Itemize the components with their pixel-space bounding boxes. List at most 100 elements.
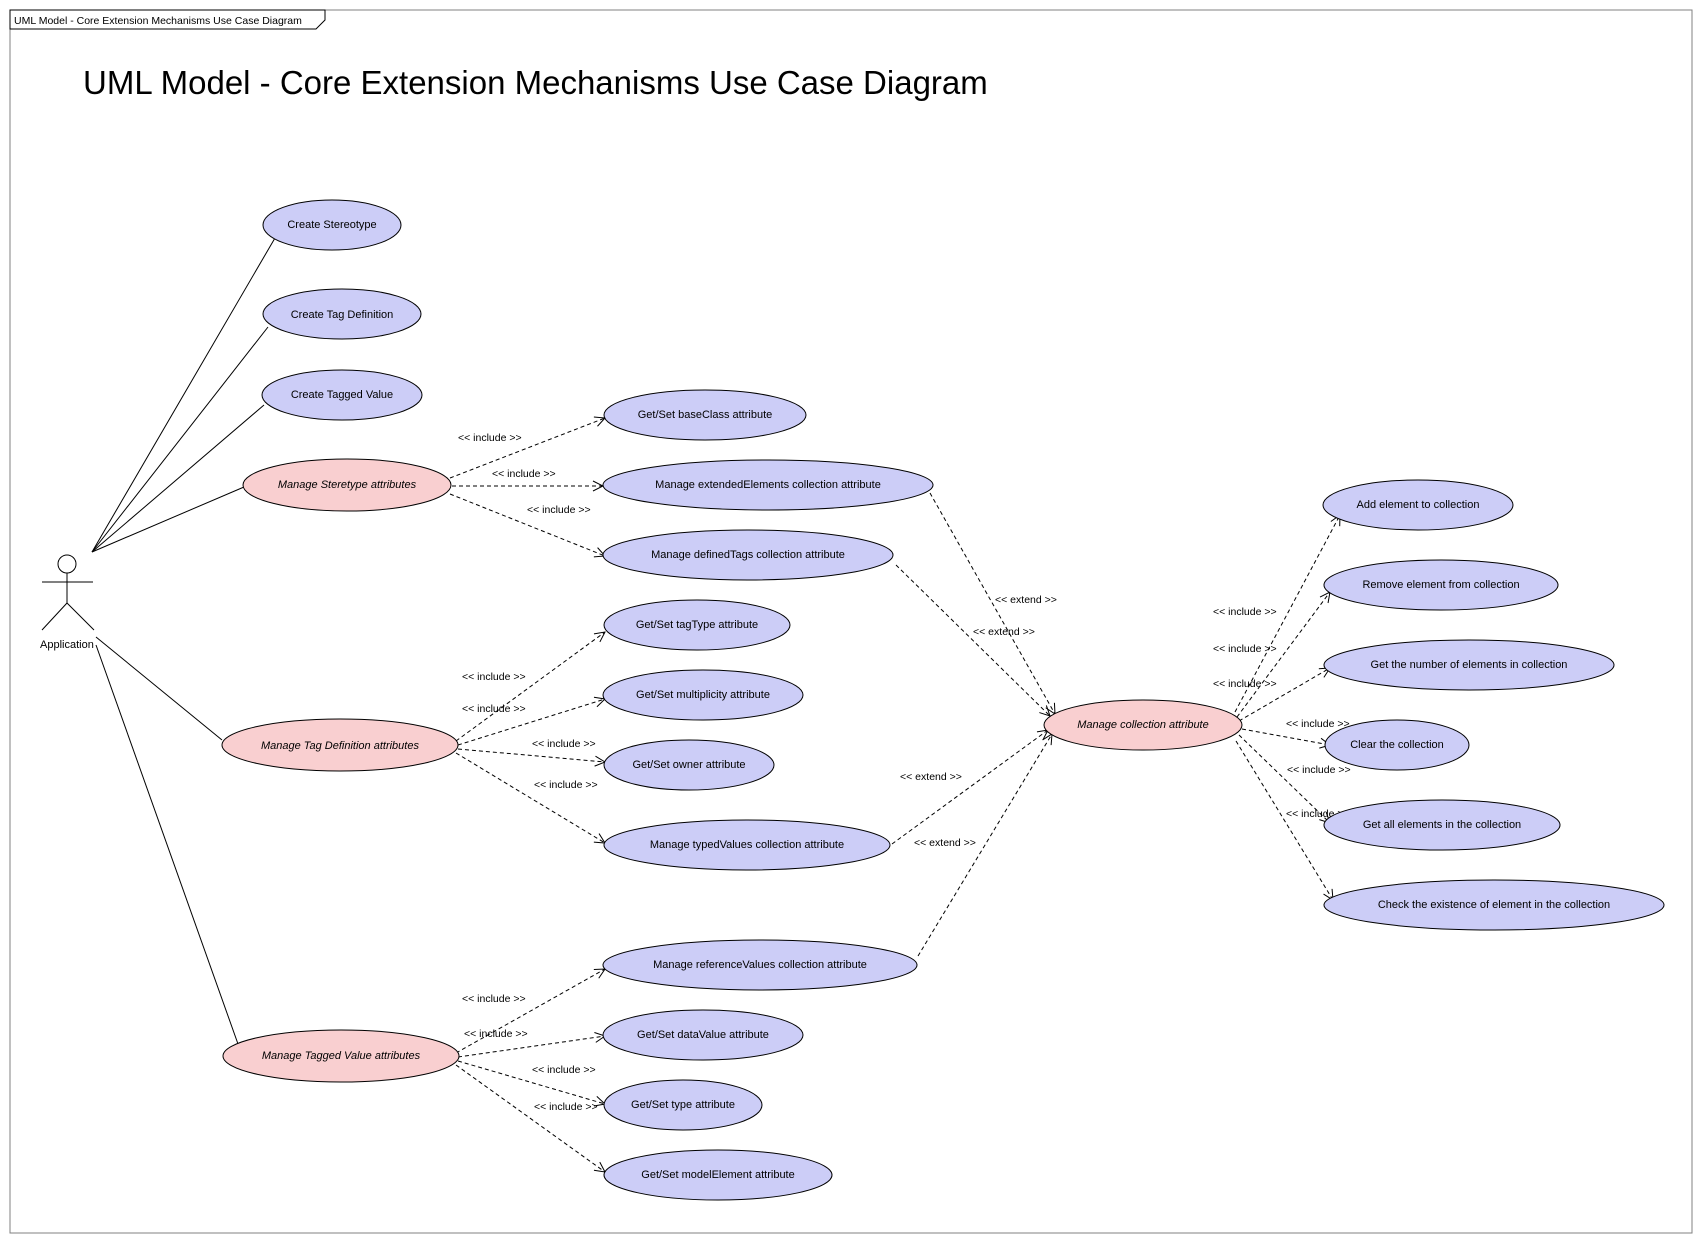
label-include-getnumber: << include >> [1213, 678, 1277, 690]
usecase-getset-modelelement[interactable]: Get/Set modelElement attribute [603, 1149, 833, 1201]
label-include-clear: << include >> [1286, 718, 1350, 730]
usecase-label: Get/Set type attribute [631, 1099, 735, 1111]
usecase-label: Add element to collection [1357, 499, 1480, 511]
usecase-label: Get/Set modelElement attribute [641, 1169, 794, 1181]
label-extend-definedtags: << extend >> [973, 626, 1035, 638]
usecase-label: Remove element from collection [1362, 579, 1519, 591]
dep-include-type [457, 1060, 605, 1104]
usecase-label: Manage collection attribute [1077, 719, 1208, 731]
assoc-manage-tagdef [95, 636, 223, 741]
dep-include-add [1234, 515, 1340, 713]
actor-left-leg [41, 602, 68, 631]
usecase-check-existence[interactable]: Check the existence of element in the co… [1323, 879, 1665, 931]
dep-include-remove [1236, 592, 1330, 718]
label-include-typedvalues: << include >> [534, 779, 598, 791]
label-include-remove: << include >> [1213, 643, 1277, 655]
label-include-type: << include >> [532, 1064, 596, 1076]
actor-label: Application [40, 639, 94, 651]
usecase-clear-collection[interactable]: Clear the collection [1324, 719, 1470, 771]
usecase-label: Get all elements in the collection [1363, 819, 1521, 831]
usecase-label: Manage Tagged Value attributes [262, 1050, 421, 1062]
usecase-label: Manage definedTags collection attribute [651, 549, 845, 561]
usecase-label: Check the existence of element in the co… [1378, 899, 1610, 911]
usecase-label: Manage referenceValues collection attrib… [653, 959, 867, 971]
usecase-create-tagged-value[interactable]: Create Tagged Value [261, 369, 423, 421]
use-cases: Create Stereotype Create Tag Definition … [221, 199, 1665, 1201]
usecase-label: Get/Set baseClass attribute [638, 409, 773, 421]
usecase-label: Get/Set multiplicity attribute [636, 689, 770, 701]
dep-include-getnumber [1238, 668, 1330, 722]
label-include-getall: << include >> [1287, 764, 1351, 776]
usecase-getset-owner[interactable]: Get/Set owner attribute [603, 739, 775, 791]
frame-tab-label: UML Model - Core Extension Mechanisms Us… [14, 15, 302, 27]
label-include-extendedelements: << include >> [492, 468, 556, 480]
usecase-getset-type[interactable]: Get/Set type attribute [603, 1079, 763, 1131]
usecase-manage-definedtags[interactable]: Manage definedTags collection attribute [602, 529, 894, 581]
usecase-label: Manage Steretype attributes [278, 479, 417, 491]
dep-include-clear [1241, 728, 1330, 745]
assoc-manage-stereotype [91, 486, 245, 553]
usecase-label: Create Tag Definition [291, 309, 394, 321]
usecase-add-element[interactable]: Add element to collection [1322, 479, 1514, 531]
actor-application[interactable] [41, 554, 95, 631]
label-include-definedtags: << include >> [527, 504, 591, 516]
usecase-get-all[interactable]: Get all elements in the collection [1323, 799, 1561, 851]
actor-right-leg [66, 602, 95, 631]
usecase-getset-datavalue[interactable]: Get/Set dataValue attribute [602, 1009, 804, 1061]
usecase-manage-referencevalues[interactable]: Manage referenceValues collection attrib… [602, 939, 918, 991]
usecase-label: Manage typedValues collection attribute [650, 839, 844, 851]
dependencies [449, 418, 1340, 1172]
usecase-label: Manage Tag Definition attributes [261, 740, 419, 752]
usecase-label: Get/Set dataValue attribute [637, 1029, 769, 1041]
usecase-label: Get/Set owner attribute [632, 759, 745, 771]
dep-include-owner [457, 748, 605, 762]
usecase-label: Clear the collection [1350, 739, 1444, 751]
dep-include-getall [1238, 734, 1330, 823]
dep-extend-referencevalues [917, 734, 1052, 957]
label-include-tagtype: << include >> [462, 671, 526, 683]
usecase-get-number[interactable]: Get the number of elements in collection [1323, 639, 1615, 691]
dep-include-multiplicity [457, 699, 605, 746]
label-extend-referencevalues: << extend >> [914, 837, 976, 849]
usecase-label: Get the number of elements in collection [1371, 659, 1568, 671]
assoc-create-stereotype [91, 237, 276, 553]
usecase-manage-extendedelements[interactable]: Manage extendedElements collection attri… [602, 459, 934, 511]
dependency-labels: << include >> << include >> << include >… [458, 432, 1351, 1113]
diagram-frame [9, 9, 1693, 1234]
dep-extend-extendedelements [929, 492, 1055, 714]
label-include-baseclass: << include >> [458, 432, 522, 444]
associations [91, 237, 276, 1045]
usecase-getset-tagtype[interactable]: Get/Set tagType attribute [603, 599, 791, 651]
label-extend-extendedelements: << extend >> [995, 594, 1057, 606]
label-include-add: << include >> [1213, 606, 1277, 618]
usecase-getset-baseclass[interactable]: Get/Set baseClass attribute [603, 389, 807, 441]
frame-tab [9, 9, 326, 30]
label-include-owner: << include >> [532, 738, 596, 750]
usecase-manage-collection[interactable]: Manage collection attribute [1043, 699, 1243, 751]
usecase-manage-stereotype-attributes[interactable]: Manage Steretype attributes [242, 458, 452, 512]
usecase-remove-element[interactable]: Remove element from collection [1323, 559, 1559, 611]
usecase-manage-taggedvalue-attributes[interactable]: Manage Tagged Value attributes [222, 1029, 460, 1083]
usecase-label: Manage extendedElements collection attri… [655, 479, 881, 491]
dep-include-tagtype [455, 632, 605, 742]
diagram-title: UML Model - Core Extension Mechanisms Us… [83, 64, 988, 101]
dep-include-referencevalues [455, 969, 605, 1054]
dep-include-datavalue [457, 1036, 605, 1058]
assoc-create-tagged-value [91, 404, 265, 553]
label-include-datavalue: << include >> [464, 1028, 528, 1040]
usecase-label: Create Stereotype [287, 219, 376, 231]
actor-head [57, 554, 77, 574]
dep-include-modelelement [455, 1064, 605, 1172]
usecase-getset-multiplicity[interactable]: Get/Set multiplicity attribute [602, 669, 804, 721]
usecase-create-stereotype[interactable]: Create Stereotype [262, 199, 402, 251]
label-include-referencevalues: << include >> [462, 993, 526, 1005]
usecase-label: Get/Set tagType attribute [636, 619, 758, 631]
usecase-manage-typedvalues[interactable]: Manage typedValues collection attribute [603, 819, 891, 871]
usecase-create-tag-definition[interactable]: Create Tag Definition [262, 288, 422, 340]
label-include-multiplicity: << include >> [462, 703, 526, 715]
assoc-manage-taggedvalue [95, 644, 239, 1045]
dep-include-check [1235, 740, 1333, 900]
usecase-label: Create Tagged Value [291, 389, 393, 401]
usecase-manage-tagdef-attributes[interactable]: Manage Tag Definition attributes [221, 718, 459, 772]
